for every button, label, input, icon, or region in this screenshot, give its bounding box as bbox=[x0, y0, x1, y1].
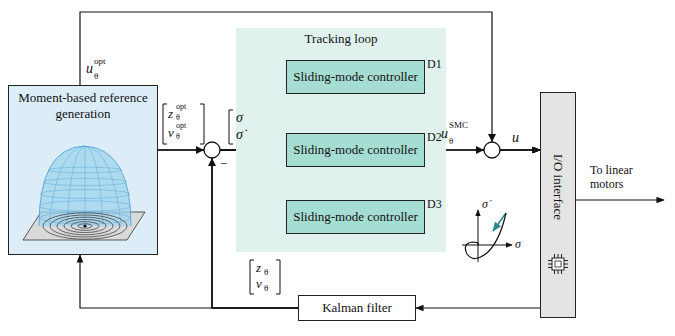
signal-label: θ bbox=[94, 72, 98, 81]
arrowhead bbox=[476, 146, 484, 154]
controller-id: D3 bbox=[427, 197, 442, 211]
signal-label: θ bbox=[264, 284, 268, 293]
signal-connector bbox=[80, 255, 298, 308]
signal-label: θ bbox=[449, 137, 453, 146]
surface-illustration bbox=[9, 128, 157, 253]
box-title: Moment-based reference generation bbox=[9, 86, 157, 121]
signal-label: SMC bbox=[449, 121, 468, 130]
filter-box: Kalman filter bbox=[298, 295, 416, 321]
summing-junction bbox=[204, 142, 220, 158]
box-label: Sliding-mode controller bbox=[287, 134, 424, 166]
signal-label: σ bbox=[236, 111, 243, 125]
signal-label: opt bbox=[94, 57, 106, 66]
arrowhead bbox=[208, 158, 216, 166]
box-label: Sliding-mode controller bbox=[287, 201, 424, 233]
signal-label: v bbox=[168, 126, 174, 139]
summing-junction bbox=[484, 142, 500, 158]
signal-label: σ bbox=[515, 238, 521, 250]
signal-label: σ̇ bbox=[482, 198, 488, 210]
tracking-loop-band: Tracking loopSliding-mode controllerD1Sl… bbox=[236, 28, 446, 252]
reference-generator-box: Moment-based reference generation bbox=[8, 85, 158, 255]
controller-box: Sliding-mode controllerD2 bbox=[286, 133, 425, 167]
signal-label: θ bbox=[176, 133, 180, 141]
signal-label: θ bbox=[176, 114, 180, 122]
group-heading: Tracking loop bbox=[236, 28, 446, 47]
io-interface-box: I/O interface bbox=[540, 92, 576, 318]
signal-label: − bbox=[220, 157, 227, 170]
signal-label: θ bbox=[264, 268, 268, 277]
chip-icon bbox=[547, 253, 569, 275]
arrowhead bbox=[488, 134, 496, 142]
output-arrow bbox=[576, 199, 664, 200]
signal-label: u bbox=[512, 131, 519, 145]
controller-box: Sliding-mode controllerD1 bbox=[286, 60, 425, 94]
arrowhead bbox=[196, 146, 204, 154]
matrix-bracket bbox=[163, 104, 204, 144]
controller-id: D2 bbox=[427, 130, 442, 144]
box-label: Sliding-mode controller bbox=[287, 61, 424, 93]
signal-label: u bbox=[441, 127, 448, 141]
signal-connector bbox=[416, 307, 540, 308]
signal-label: z bbox=[168, 107, 173, 120]
matrix-bracket bbox=[250, 260, 280, 294]
box-label: Kalman filter bbox=[299, 296, 415, 320]
signal-label: σ̇ bbox=[236, 128, 243, 142]
signal-label: opt bbox=[176, 103, 186, 111]
signal-label: To linear motors bbox=[590, 164, 662, 192]
controller-id: D1 bbox=[427, 57, 442, 71]
signal-label: v bbox=[256, 277, 262, 290]
signal-label: u bbox=[86, 62, 93, 76]
controller-box: Sliding-mode controllerD3 bbox=[286, 200, 425, 234]
signal-label: z bbox=[256, 261, 261, 274]
phase-portrait-icon bbox=[462, 210, 512, 262]
box-label: I/O interface bbox=[550, 154, 566, 220]
signal-label: opt bbox=[176, 122, 186, 130]
